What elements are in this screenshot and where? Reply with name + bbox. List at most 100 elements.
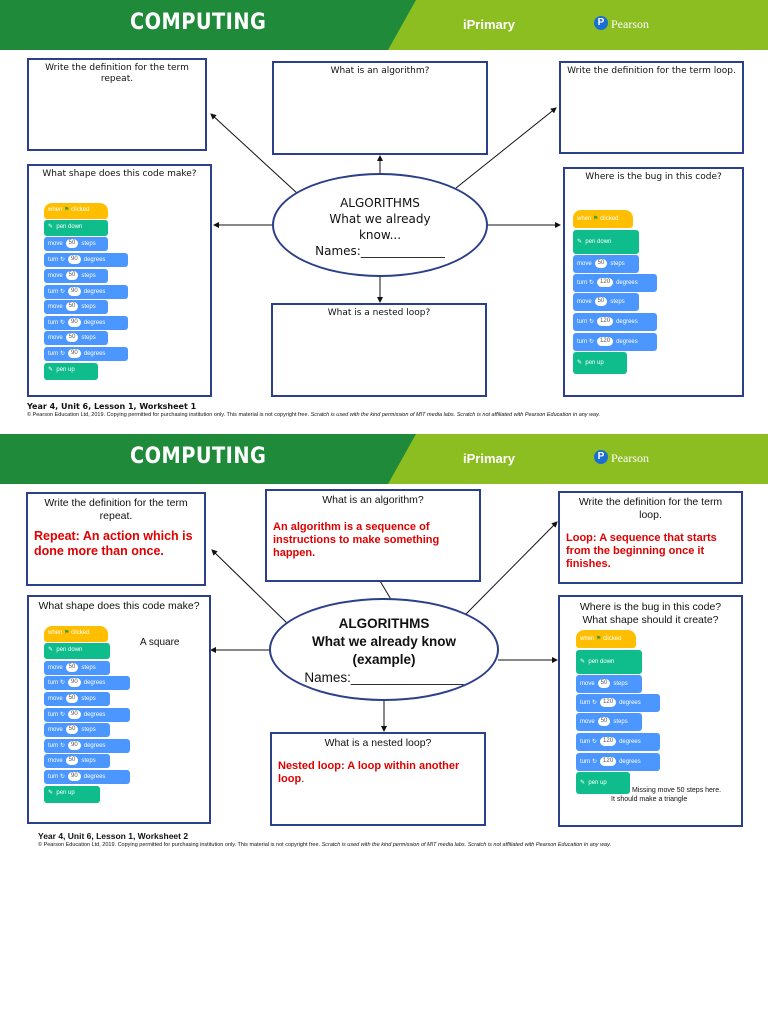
nested-loop-box[interactable]: What is a nested loop? xyxy=(271,303,487,397)
when-flag-clicked-block: when ⚑ clicked xyxy=(573,210,633,228)
turn-right-icon: ↻ xyxy=(592,739,598,745)
pen-down-block: ✎ pen down xyxy=(573,230,639,254)
turn-right-icon: ↻ xyxy=(589,280,595,286)
algorithms-center-ellipse: ALGORITHMS What we already know... Names… xyxy=(272,173,488,277)
worksheet-label-1: Year 4, Unit 6, Lesson 1, Worksheet 1 xyxy=(27,402,197,411)
when-flag-clicked-block: when ⚑ clicked xyxy=(44,203,108,219)
worksheet-label-2: Year 4, Unit 6, Lesson 1, Worksheet 2 xyxy=(38,831,189,841)
pearson-logo-icon: P xyxy=(594,16,608,30)
pearson-logo-icon: P xyxy=(594,450,608,464)
turn-right-icon: ↻ xyxy=(60,774,66,780)
loop-question: Write the definition for the term loop. xyxy=(567,66,736,76)
turn-right-icon: ↻ xyxy=(60,320,66,326)
pen-down-block: ✎ pen down xyxy=(44,643,110,659)
publisher-label: Pearson xyxy=(611,451,649,465)
center-title: ALGORITHMS xyxy=(340,196,420,210)
nested-loop-question: What is a nested loop? xyxy=(327,308,431,318)
turn-right-icon: ↻ xyxy=(60,680,66,686)
loop-definition-box[interactable]: Write the definition for the term loop. … xyxy=(558,491,743,584)
turn-right-icon: ↻ xyxy=(60,351,66,357)
copyright-2: © Pearson Education Ltd, 2019. Copying p… xyxy=(38,842,611,848)
nested-loop-box[interactable]: What is a nested loop? Nested loop: A lo… xyxy=(270,732,486,826)
publisher-label: Pearson xyxy=(611,17,649,31)
shape-question: What shape does this code make? xyxy=(42,169,197,179)
turn-right-icon: ↻ xyxy=(60,712,66,718)
brand-label: iPrimary xyxy=(463,451,516,466)
center-line-2: What we already know xyxy=(311,634,457,649)
flag-icon: ⚑ xyxy=(64,630,70,636)
algorithm-answer: An algorithm is a sequence of instructio… xyxy=(273,521,440,559)
pen-icon: ✎ xyxy=(580,659,586,665)
turn-right-icon: ↻ xyxy=(60,743,66,749)
center-line-3: know... xyxy=(358,228,402,242)
brand-label: iPrimary xyxy=(463,17,516,32)
pen-icon: ✎ xyxy=(577,239,583,245)
pen-icon: ✎ xyxy=(577,360,583,366)
banner-accent xyxy=(388,434,768,484)
nested-loop-answer: Nested loop: A loop within another loop. xyxy=(278,760,460,785)
shape-question: What shape does this code make? xyxy=(38,600,200,612)
turn-right-icon: ↻ xyxy=(589,339,595,345)
bug-question: Where is the bug in this code? xyxy=(579,601,722,613)
banner-title: COMPUTING xyxy=(130,444,267,469)
pen-down-block: ✎ pen down xyxy=(576,650,642,674)
turn-right-icon: ↻ xyxy=(592,759,598,765)
repeat-definition-box[interactable]: Write the definition for the term repeat… xyxy=(26,492,206,586)
algorithm-question: What is an algorithm? xyxy=(330,66,430,76)
pen-icon: ✎ xyxy=(48,647,54,653)
repeat-definition-box[interactable]: Write the definition for the term repeat… xyxy=(27,58,207,151)
pen-icon: ✎ xyxy=(48,367,54,373)
repeat-answer: Repeat: An action which is done more tha… xyxy=(34,529,193,558)
flag-icon: ⚑ xyxy=(64,207,70,213)
copyright-1: © Pearson Education Ltd, 2019. Copying p… xyxy=(27,412,600,418)
header-banner-1: COMPUTING iPrimary P Pearson xyxy=(0,0,768,50)
pen-up-block: ✎ pen up xyxy=(44,363,98,380)
algorithm-question: What is an algorithm? xyxy=(322,494,424,506)
algorithm-definition-box[interactable]: What is an algorithm? xyxy=(272,61,488,155)
banner-accent xyxy=(388,0,768,50)
names-field[interactable]: Names:______________ xyxy=(315,244,445,258)
loop-answer: Loop: A sequence that starts from the be… xyxy=(566,532,717,570)
pen-icon: ✎ xyxy=(48,224,54,230)
pen-icon: ✎ xyxy=(580,780,586,786)
algorithm-definition-box[interactable]: What is an algorithm? An algorithm is a … xyxy=(265,489,481,582)
bug-note-triangle: It should make a triangle xyxy=(611,796,688,803)
bug-note-missing: Missing move 50 steps here. xyxy=(632,787,722,794)
turn-right-icon: ↻ xyxy=(60,257,66,263)
pen-up-block: ✎ pen up xyxy=(573,352,627,374)
pen-down-block: ✎ pen down xyxy=(44,220,108,236)
pen-up-block: ✎ pen up xyxy=(576,772,630,794)
loop-question: Write the definition for the term loop. xyxy=(578,496,723,521)
when-flag-clicked-block: when ⚑ clicked xyxy=(576,630,636,648)
center-title: ALGORITHMS xyxy=(338,616,430,631)
pen-up-block: ✎ pen up xyxy=(44,786,100,803)
loop-definition-box[interactable]: Write the definition for the term loop. xyxy=(559,61,744,154)
repeat-question: Write the definition for the term repeat… xyxy=(45,63,189,84)
names-field[interactable]: Names:_______________ xyxy=(304,670,464,685)
turn-right-icon: ↻ xyxy=(589,319,595,325)
center-line-2: What we already xyxy=(329,212,431,226)
flag-icon: ⚑ xyxy=(596,636,602,642)
